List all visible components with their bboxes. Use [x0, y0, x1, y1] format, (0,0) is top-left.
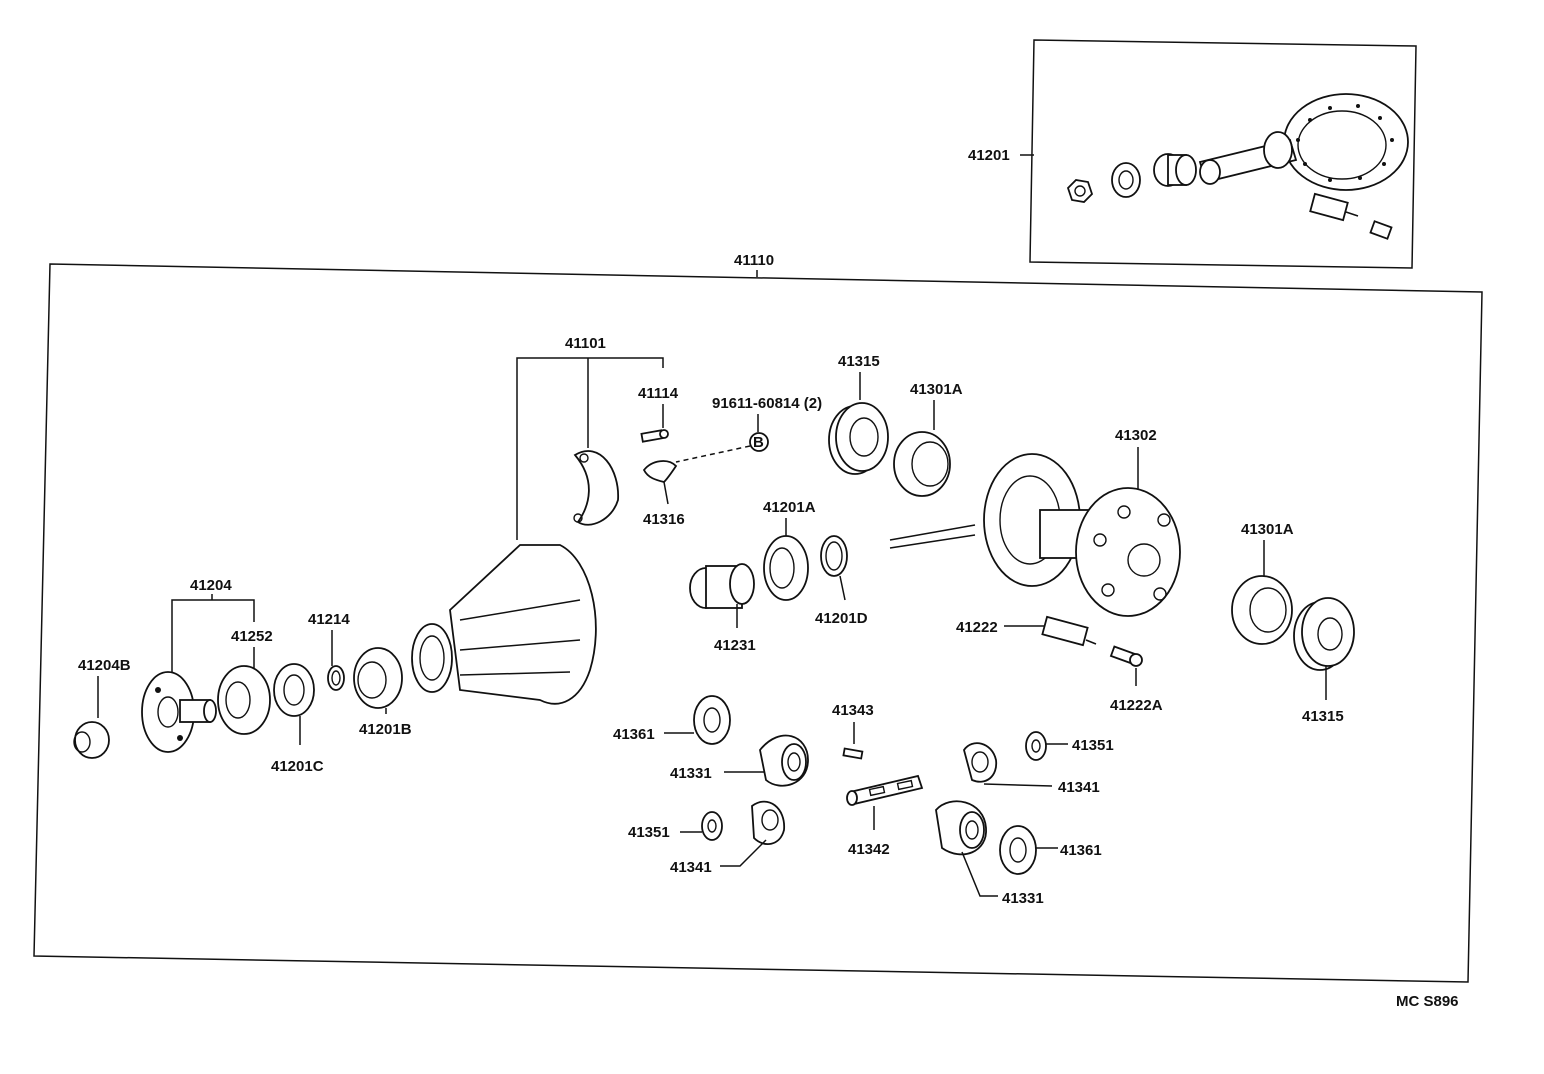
spacer-icon [1153, 153, 1197, 187]
pinion-gear-41341-right-icon [963, 742, 998, 783]
callout-41343: 41343 [832, 702, 874, 719]
bearing-41201a-icon [763, 535, 809, 601]
callout-41222a: 41222A [1110, 697, 1163, 714]
bolt-41222a-icon [1109, 645, 1143, 667]
callout-41341-right: 41341 [1058, 779, 1100, 796]
callout-41201c: 41201C [271, 758, 324, 775]
spacer-41231-icon [689, 563, 755, 609]
callout-41201d: 41201D [815, 610, 868, 627]
svg-text:B: B [753, 434, 764, 451]
pinion-shaft-icon [1198, 131, 1298, 185]
inset-frame: 41201 [968, 39, 1417, 269]
callout-41214: 41214 [308, 611, 350, 628]
marker-b: B [749, 432, 769, 452]
callout-41252: 41252 [231, 628, 273, 645]
diagram-code: MC S896 [1396, 993, 1459, 1010]
ring-gear-icon [1283, 93, 1409, 191]
washer-41351-right-icon [1025, 731, 1047, 761]
washer-41361-right-icon [999, 825, 1037, 875]
side-gear-41331-right-icon [935, 800, 987, 856]
callout-41351-left: 41351 [628, 824, 670, 841]
sensor-41222-icon [1041, 615, 1097, 647]
callout-41331-left: 41331 [670, 765, 712, 782]
screw-icon [640, 429, 669, 443]
callout-41114: 41114 [638, 385, 679, 402]
callout-41361-left: 41361 [613, 726, 655, 743]
callout-41201a: 41201A [763, 499, 816, 516]
callout-41341-left: 41341 [670, 859, 712, 876]
bearing-41201b-icon [353, 647, 403, 709]
sensor-icon [1309, 192, 1359, 222]
bolt-icon [1369, 220, 1393, 240]
callout-41204b: 41204B [78, 657, 131, 674]
callout-91611-60814: 91611-60814 (2) [712, 395, 822, 412]
callout-41101: 41101 [516, 335, 664, 540]
flange-41204-icon [141, 671, 217, 753]
callout-41315-top: 41315 [838, 353, 880, 370]
oring-41214-icon [327, 665, 345, 691]
side-gear-41331-left-icon [759, 734, 809, 787]
callout-41351-right: 41351 [1072, 737, 1114, 754]
housing-frame: 41110 [33, 252, 1483, 983]
nut-icon [1066, 179, 1094, 203]
callout-41331-right: 41331 [1002, 890, 1044, 907]
callout-41301a-top: 41301A [910, 381, 963, 398]
lock-plate-icon [642, 460, 678, 483]
callout-41361-right: 41361 [1060, 842, 1102, 859]
washer-41361-left-icon [693, 695, 731, 745]
callout-41231: 41231 [714, 637, 756, 654]
washer-41351-left-icon [701, 811, 723, 841]
bearing-41315-icon [828, 402, 889, 475]
carrier-housing-icon [411, 544, 597, 705]
shim-41201d-icon [820, 535, 848, 577]
bearing-41315-right-icon [1293, 597, 1355, 671]
label-41201: 41201 [968, 147, 1010, 164]
seal-41252-icon [217, 665, 271, 735]
nut-41204b-icon [73, 721, 110, 759]
callout-41342: 41342 [848, 841, 890, 858]
bearing-race-41301a-right-icon [1231, 575, 1293, 645]
callout-41316: 41316 [643, 511, 685, 528]
pinion-gear-41341-left-icon [751, 800, 785, 845]
callout-41301a-right: 41301A [1241, 521, 1294, 538]
callout-41201b: 41201B [359, 721, 412, 738]
carrier-cap-icon [573, 450, 619, 526]
label-41110: 41110 [734, 252, 774, 269]
callout-41302: 41302 [1115, 427, 1157, 444]
differential-case-icon [889, 453, 1181, 617]
callout-41204: 41204 [190, 577, 232, 594]
pinion-shaft-41342-icon [846, 774, 924, 806]
callout-41222: 41222 [956, 619, 998, 636]
bearing-41201c-icon [273, 663, 315, 717]
bearing-icon [1111, 162, 1141, 198]
bearing-race-41301a-top-icon [893, 431, 951, 497]
svg-text:41101: 41101 [565, 335, 606, 352]
pin-41343-icon [842, 747, 864, 760]
callout-41315-right: 41315 [1302, 708, 1344, 725]
